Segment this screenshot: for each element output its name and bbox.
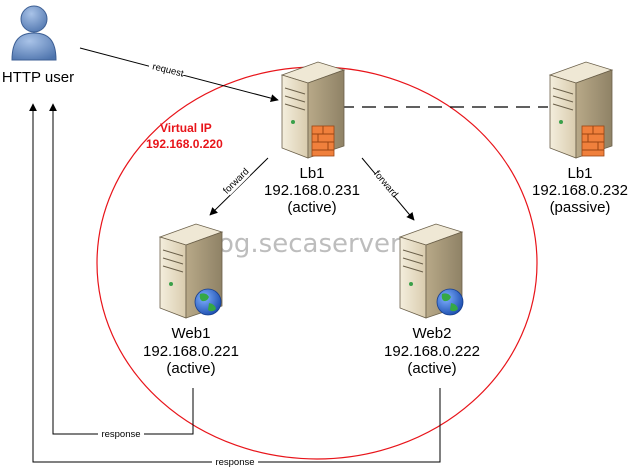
request-label-bg bbox=[149, 64, 187, 75]
response-web1-bg bbox=[98, 429, 144, 439]
response-web2-bg bbox=[212, 457, 258, 467]
lb2-ip: 192.168.0.232 bbox=[532, 182, 628, 199]
web1-state: (active) bbox=[166, 360, 215, 377]
virtual-ip-title: Virtual IP bbox=[160, 121, 212, 135]
response-web2-label: response bbox=[215, 457, 254, 468]
web2-globe-icon bbox=[436, 288, 464, 316]
lb2-state: (passive) bbox=[550, 199, 611, 216]
lb1-name: Lb1 bbox=[299, 165, 324, 182]
web2-state: (active) bbox=[407, 360, 456, 377]
forward-left-bg bbox=[221, 166, 251, 196]
lb1-firewall-icon bbox=[311, 125, 335, 157]
response-arrow-web2 bbox=[29, 103, 441, 463]
web1-globe-icon bbox=[194, 288, 222, 316]
web1-name: Web1 bbox=[172, 325, 211, 342]
web1-ip: 192.168.0.221 bbox=[143, 343, 239, 360]
http-user-icon bbox=[11, 5, 57, 61]
forward-right-label: forward bbox=[371, 169, 400, 200]
web2-name: Web2 bbox=[413, 325, 452, 342]
virtual-ip-address: 192.168.0.220 bbox=[146, 137, 223, 151]
http-user-label: HTTP user bbox=[2, 69, 74, 86]
forward-right-bg bbox=[372, 169, 400, 199]
lb2-firewall-icon bbox=[581, 125, 605, 157]
web2-ip: 192.168.0.222 bbox=[384, 343, 480, 360]
forward-left-label: forward bbox=[221, 166, 251, 196]
lb2-name: Lb1 bbox=[567, 165, 592, 182]
response-web1-label: response bbox=[101, 429, 140, 440]
forward-arrow-web1 bbox=[209, 157, 269, 216]
lb1-ip: 192.168.0.231 bbox=[264, 182, 360, 199]
lb1-state: (active) bbox=[287, 199, 336, 216]
